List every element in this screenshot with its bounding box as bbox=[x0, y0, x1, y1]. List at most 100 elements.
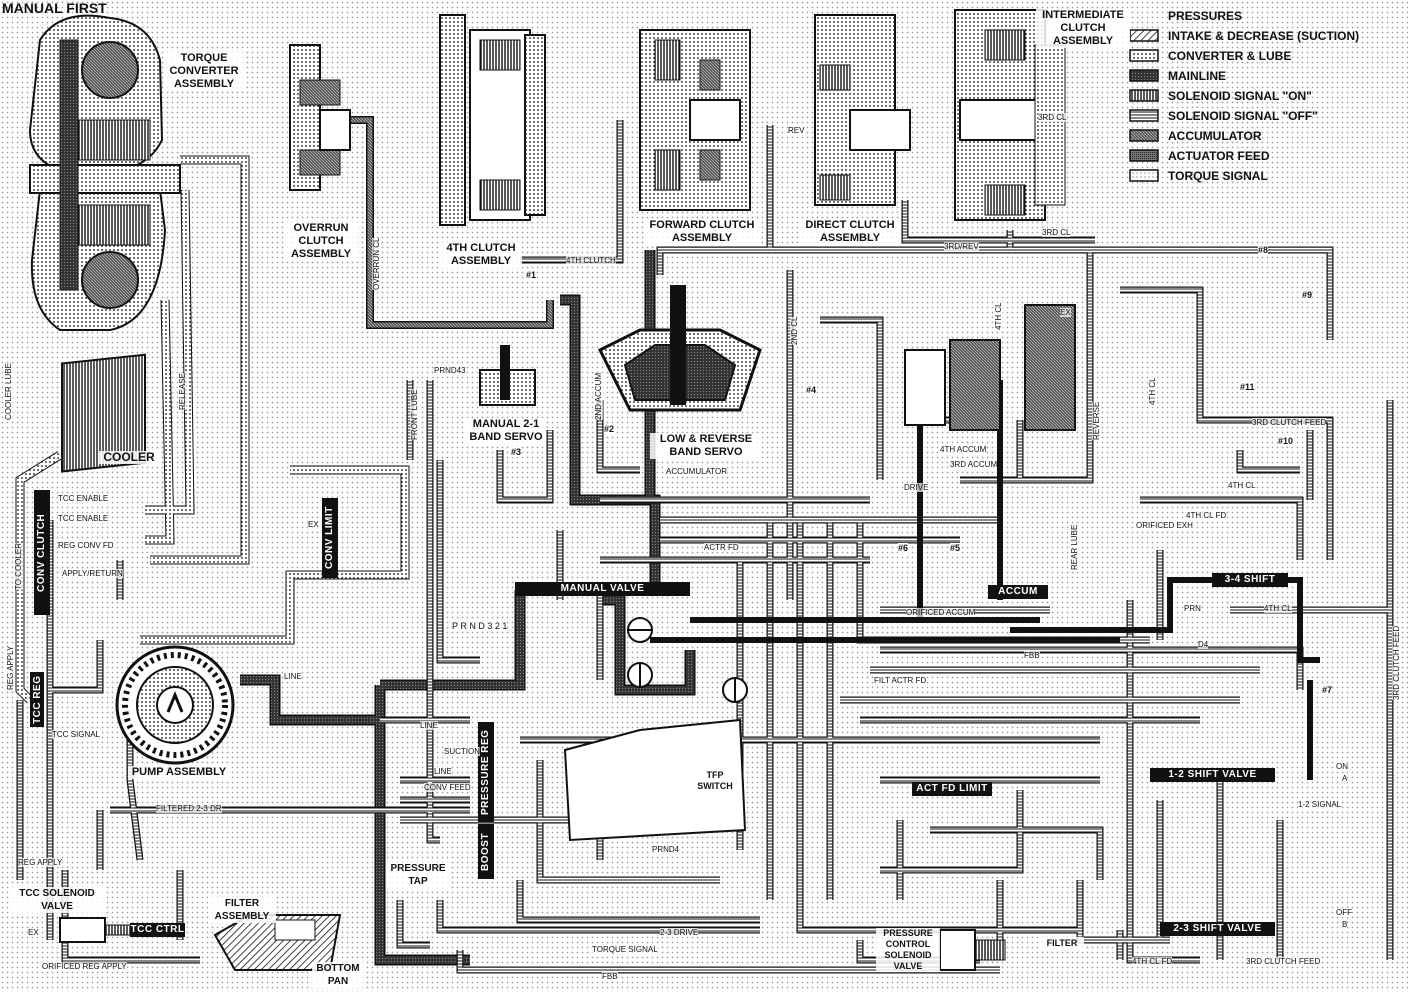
circuit-label: ACTR FD bbox=[704, 543, 739, 552]
tfp-switch-label: TFP SWITCH bbox=[694, 770, 736, 792]
overrun-clutch-label: OVERRUN CLUTCH ASSEMBLY bbox=[284, 222, 358, 261]
checkball-7: #7 bbox=[1322, 685, 1333, 695]
shift-34-valve: 3-4 SHIFT bbox=[1212, 573, 1288, 587]
circuit-label: TCC ENABLE bbox=[58, 494, 109, 503]
legend-item: SOLENOID SIGNAL "OFF" bbox=[1168, 109, 1318, 123]
circuit-label: ORIFICED REG APPLY bbox=[42, 962, 127, 971]
circuit-label: OFF bbox=[1336, 908, 1352, 917]
circuit-label: ACCUMULATOR bbox=[666, 467, 728, 476]
pressure-tap-label: PRESSURE TAP bbox=[386, 862, 450, 888]
circuit-label: 4TH CL FD bbox=[1132, 957, 1173, 966]
filter-label: FILTER bbox=[1040, 937, 1084, 950]
circuit-label: 4TH CL bbox=[1264, 604, 1292, 613]
manual-band-servo-label: MANUAL 2-1 BAND SERVO bbox=[466, 418, 546, 444]
circuit-label: LINE bbox=[434, 767, 452, 776]
circuit-label: 2ND ACCUM bbox=[594, 372, 603, 420]
circuit-label: FILT ACTR FD bbox=[874, 676, 927, 685]
torque-converter-drawing bbox=[28, 14, 181, 331]
boost-valve: BOOST bbox=[478, 824, 494, 879]
checkball-2: #2 bbox=[604, 424, 615, 434]
circuit-label: FBB bbox=[602, 972, 618, 981]
circuit-label: CONV FEED bbox=[424, 783, 471, 792]
legend-swatches bbox=[1129, 29, 1159, 182]
circuit-label: REVERSE bbox=[1092, 401, 1101, 440]
cooler-label: COOLER bbox=[98, 451, 160, 464]
circuit-label: A bbox=[1342, 774, 1348, 783]
legend-item: ACCUMULATOR bbox=[1168, 129, 1262, 143]
circuit-label: FRONT LUBE bbox=[410, 389, 419, 440]
bottom-pan-label: BOTTOM PAN bbox=[312, 962, 364, 988]
forward-clutch-label: FORWARD CLUTCH ASSEMBLY bbox=[645, 219, 759, 245]
low-reverse-servo-drawing bbox=[597, 285, 762, 412]
pump-drawing bbox=[115, 645, 235, 765]
checkball-1: #1 bbox=[526, 270, 537, 280]
circuit-label: FILTERED 2-3 DR bbox=[156, 804, 222, 813]
circuit-label: REG APPLY bbox=[6, 645, 15, 690]
conv-clutch-valve: CONV CLUTCH bbox=[34, 490, 50, 615]
circuit-label: B bbox=[1342, 920, 1348, 929]
pressure-reg-valve: PRESSURE REG bbox=[478, 722, 494, 822]
legend-heading: PRESSURES bbox=[1168, 9, 1243, 23]
conv-limit-valve: CONV LIMIT bbox=[322, 498, 338, 578]
tfp-switch-drawing bbox=[563, 617, 748, 842]
circuit-label: ORIFICED EXH bbox=[1136, 521, 1193, 530]
circuit-label: 3RD/REV bbox=[944, 242, 979, 251]
pressure-control-label: PRESSURE CONTROL SOLENOID VALVE bbox=[876, 928, 940, 972]
circuit-label: ORIFICED ACCUM bbox=[906, 608, 976, 617]
circuit-label: LINE bbox=[420, 721, 438, 730]
circuit-label: REAR LUBE bbox=[1070, 524, 1079, 570]
manual-valve: MANUAL VALVE bbox=[515, 582, 690, 596]
shift-12-valve: 1-2 SHIFT VALVE bbox=[1150, 768, 1275, 782]
checkball-5: #5 bbox=[950, 543, 961, 553]
circuit-label: 3RD CL bbox=[1038, 113, 1067, 122]
pump-label: PUMP ASSEMBLY bbox=[128, 766, 230, 779]
circuit-label: EX bbox=[308, 520, 319, 529]
direct-clutch-label: DIRECT CLUTCH ASSEMBLY bbox=[800, 219, 900, 245]
circuit-label: TO COOLER bbox=[14, 543, 23, 590]
circuit-label: 4TH CL bbox=[1148, 377, 1157, 405]
checkball-11: #11 bbox=[1240, 382, 1255, 392]
circuit-label: 2ND CL bbox=[790, 316, 799, 345]
filter-assembly-label: FILTER ASSEMBLY bbox=[208, 897, 276, 923]
torque-converter-label: TORQUE CONVERTER ASSEMBLY bbox=[164, 52, 244, 91]
circuit-label: 3RD CLUTCH FEED bbox=[1392, 625, 1401, 700]
checkball-6: #6 bbox=[898, 543, 909, 553]
legend-item: INTAKE & DECREASE (SUCTION) bbox=[1168, 29, 1360, 43]
circuit-label: EX bbox=[1060, 308, 1071, 317]
circuit-label: LINE bbox=[284, 672, 302, 681]
tcc-solenoid-label: TCC SOLENOID VALVE bbox=[10, 887, 104, 913]
circuit-label: OVERRUN CL bbox=[372, 237, 381, 290]
circuit-label: TCC ENABLE bbox=[58, 514, 109, 523]
act-feed-limit-valve: ACT FD LIMIT bbox=[912, 782, 992, 796]
tcc-reg-valve: TCC REG bbox=[30, 672, 44, 727]
fourth-clutch-label: 4TH CLUTCH ASSEMBLY bbox=[440, 242, 522, 268]
circuit-label: TCC SIGNAL bbox=[52, 730, 101, 739]
circuit-label: REG CONV FD bbox=[58, 541, 114, 550]
circuit-label: SUCTION bbox=[444, 747, 480, 756]
checkball-10: #10 bbox=[1278, 436, 1294, 446]
circuit-label: COOLER LUBE bbox=[4, 363, 13, 420]
circuit-label: REG APPLY bbox=[18, 858, 63, 867]
circuit-label: PRND43 bbox=[434, 366, 466, 375]
circuit-label: 1-2 SIGNAL bbox=[1298, 800, 1342, 809]
shift-23-valve: 2-3 SHIFT VALVE bbox=[1160, 922, 1275, 936]
circuit-label: REV bbox=[788, 126, 805, 135]
diagram-title: MANUAL FIRST bbox=[2, 0, 107, 16]
forward-clutch-drawing bbox=[639, 29, 751, 211]
circuit-label: PRN bbox=[1184, 604, 1201, 613]
circuit-label: 4TH CL bbox=[1228, 481, 1256, 490]
tcc-solenoid-drawing bbox=[59, 917, 131, 943]
circuit-label: 3RD CL bbox=[1042, 228, 1071, 237]
circuit-label: 4TH ACCUM bbox=[940, 445, 987, 454]
low-reverse-servo-label: LOW & REVERSE BAND SERVO bbox=[650, 433, 762, 459]
overrun-clutch-drawing bbox=[289, 44, 351, 191]
circuit-label: ON bbox=[1336, 762, 1348, 771]
circuit-label: APPLY/RETURN bbox=[62, 569, 123, 578]
pressure-control-drawing bbox=[939, 929, 1006, 971]
checkball-9: #9 bbox=[1302, 290, 1313, 300]
circuit-label: 3RD CLUTCH FEED bbox=[1246, 957, 1321, 966]
circuit-label: 3RD CLUTCH FEED bbox=[1252, 418, 1327, 427]
circuit-label: 4TH CL bbox=[994, 302, 1003, 330]
bottom-pan-drawing bbox=[213, 914, 342, 971]
